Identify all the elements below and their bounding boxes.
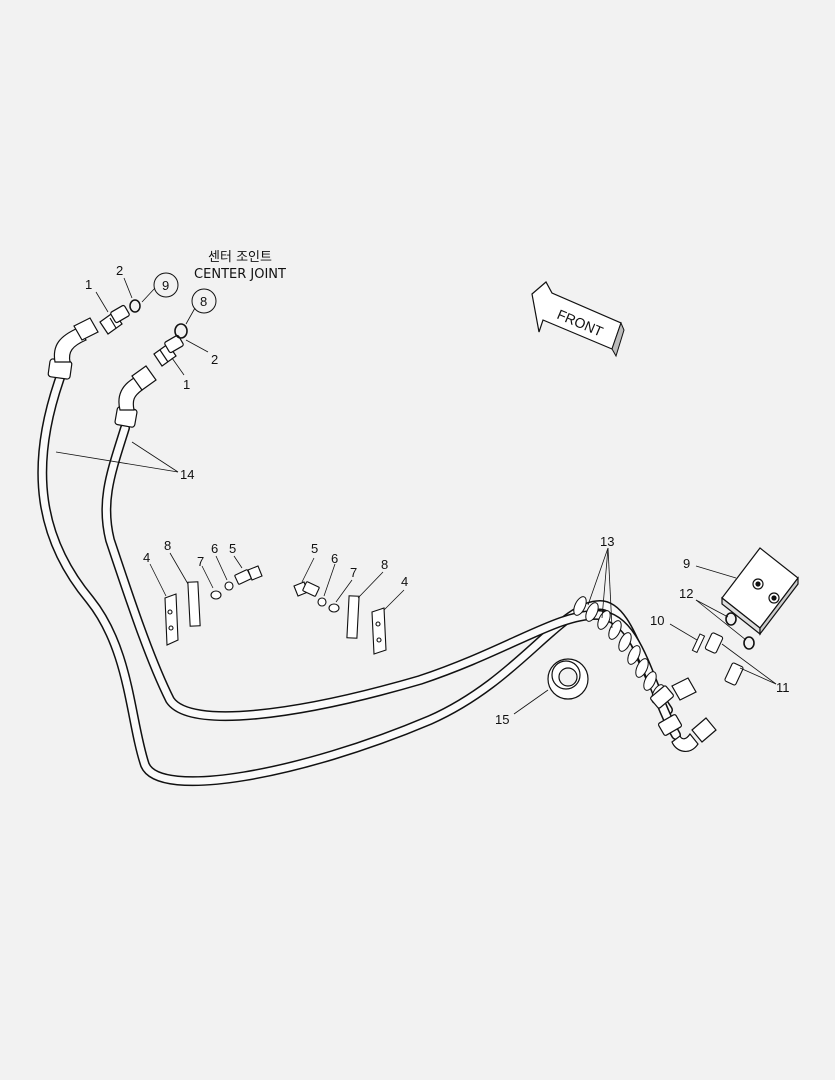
bolt: [293, 581, 320, 597]
o-ring-upper: [129, 299, 141, 313]
adapter-11a: [704, 632, 724, 654]
lock-washer: [317, 597, 327, 607]
swivel-nut: [73, 317, 99, 341]
callout-4: 4: [143, 550, 150, 565]
callout-8: 8: [381, 557, 388, 572]
callout-2: 2: [116, 263, 123, 278]
callout-12: 12: [679, 586, 693, 601]
callout-4: 4: [401, 574, 408, 589]
clamp-plate: [187, 581, 201, 627]
o-ring-lower: [174, 323, 188, 339]
valve-block: [721, 547, 799, 636]
hose-end-fittings-right: [650, 677, 717, 752]
callout-14: 14: [180, 467, 194, 482]
callout-11: 11: [776, 680, 790, 695]
callout-labels: 1 2 9 8 2 1 14 4 8 7 6 5 5 6 7 8 4 13 9 …: [85, 263, 790, 727]
callout-6: 6: [211, 541, 218, 556]
bolt: [234, 565, 263, 585]
elbow-fitting: [53, 327, 87, 363]
callout-8: 8: [164, 538, 171, 553]
callout-7: 7: [197, 554, 204, 569]
title-korean: 센터 조인트: [208, 250, 272, 265]
adapter-11b: [724, 662, 744, 686]
callout-9: 9: [683, 556, 690, 571]
callout-15: 15: [495, 712, 509, 727]
callout-5: 5: [229, 541, 236, 556]
clamp-plate: [346, 595, 360, 639]
callout-5: 5: [311, 541, 318, 556]
callout-10: 10: [650, 613, 664, 628]
leader-lines: [55, 277, 777, 715]
adapter-1-lower: [153, 334, 184, 367]
swivel-nut: [131, 365, 157, 391]
washer: [210, 590, 222, 600]
clamp-set-left: [164, 565, 263, 646]
clamp-half: [164, 593, 179, 646]
callout-circle: [153, 272, 179, 298]
callout-9: 9: [162, 278, 169, 293]
washer: [328, 603, 340, 613]
hose-assembly-left: [37, 317, 673, 787]
clamp-set-right: [293, 581, 387, 655]
callout-1: 1: [85, 277, 92, 292]
callout-8: 8: [200, 294, 207, 309]
callout-circle: [191, 288, 217, 314]
callout-2: 2: [211, 352, 218, 367]
callout-7: 7: [350, 565, 357, 580]
adapter-1-upper: [99, 304, 130, 335]
pin-10: [691, 633, 706, 654]
callout-13: 13: [600, 534, 614, 549]
lock-washer: [224, 581, 234, 591]
o-ring-12b: [743, 636, 755, 650]
o-ring-12a: [725, 612, 737, 626]
grommet: [547, 658, 589, 700]
clamp-half: [371, 607, 387, 655]
callout-1: 1: [183, 377, 190, 392]
callout-6: 6: [331, 551, 338, 566]
title-english: CENTER JOINT: [194, 267, 286, 282]
